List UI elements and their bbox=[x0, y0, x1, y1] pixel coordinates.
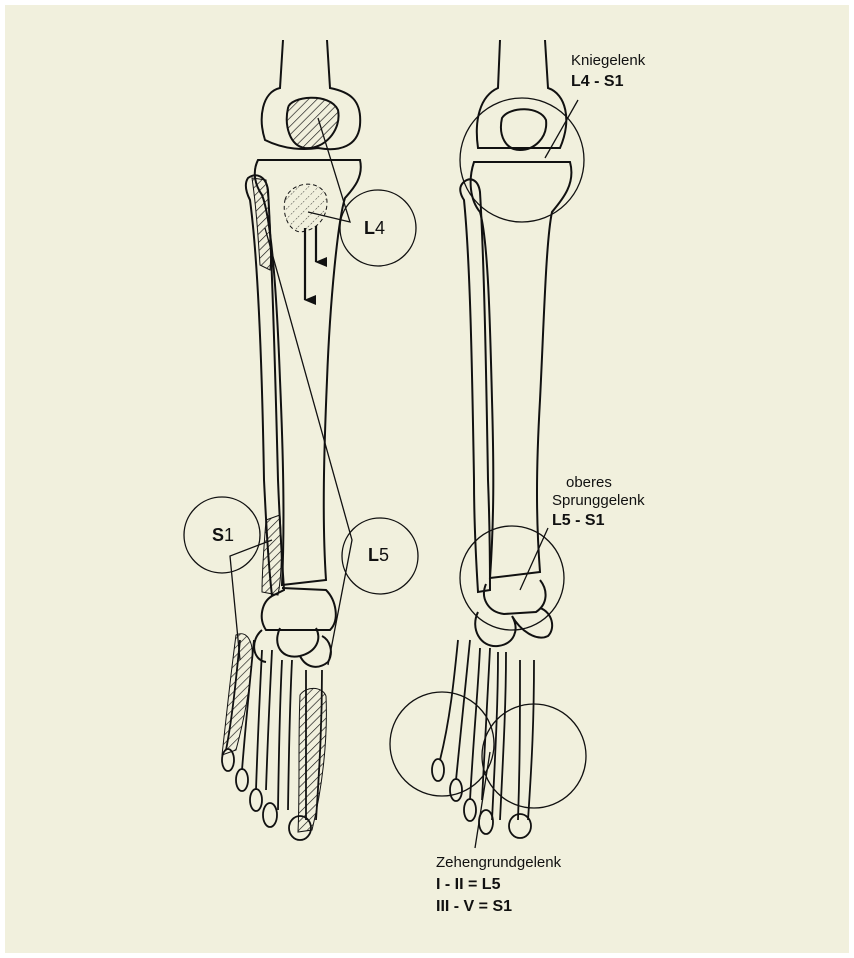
toe-joint-circle-lateral bbox=[390, 692, 494, 796]
s1-label: S1 bbox=[212, 525, 234, 545]
knee-joint-segments: L4 - S1 bbox=[571, 73, 623, 91]
toe-joint-segments-1: I - II = L5 bbox=[436, 876, 500, 894]
l5-label: L5 bbox=[368, 545, 389, 565]
l4-label: L4 bbox=[364, 218, 385, 238]
toe-joint-segments-2: III - V = S1 bbox=[436, 898, 512, 916]
left-s1-fibular-area bbox=[262, 515, 281, 595]
l4-label-letter: L bbox=[364, 218, 375, 238]
toe-joint-circle-medial bbox=[482, 704, 586, 808]
left-leg bbox=[184, 40, 418, 840]
left-s1-lateral-foot-area bbox=[222, 634, 252, 755]
left-tibia-plateau-area bbox=[284, 184, 327, 232]
right-leg bbox=[390, 40, 586, 848]
right-talus bbox=[484, 580, 546, 614]
knee-joint-circle bbox=[460, 98, 584, 222]
s1-label-number: 1 bbox=[224, 525, 234, 545]
ankle-joint-name-line2: Sprunggelenk bbox=[552, 492, 645, 510]
left-l5-great-toe-area bbox=[298, 688, 326, 832]
left-patella bbox=[287, 98, 339, 148]
ankle-leader-line bbox=[520, 528, 548, 590]
right-metatarsals bbox=[440, 640, 534, 820]
ankle-joint-name-line1: oberes bbox=[566, 474, 612, 492]
right-femoral-condyles bbox=[501, 109, 546, 150]
l5-label-letter: L bbox=[368, 545, 379, 565]
ankle-joint-segments: L5 - S1 bbox=[552, 512, 604, 530]
l4-label-number: 4 bbox=[375, 218, 385, 238]
knee-leader-line bbox=[545, 100, 578, 158]
toe-joint-name: Zehengrundgelenk bbox=[436, 854, 561, 872]
s1-label-letter: S bbox=[212, 525, 224, 545]
right-femur bbox=[477, 40, 566, 148]
knee-joint-name: Kniegelenk bbox=[571, 52, 645, 70]
l5-label-number: 5 bbox=[379, 545, 389, 565]
